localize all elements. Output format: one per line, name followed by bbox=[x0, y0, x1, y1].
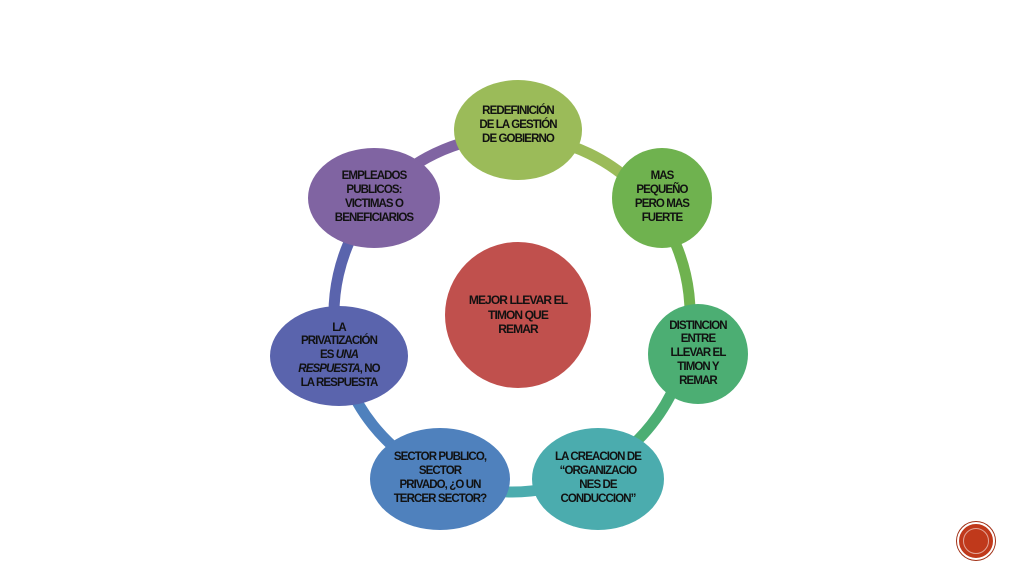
node-line: FUERTE bbox=[641, 211, 684, 224]
node-line: DE LA GESTIÓN bbox=[479, 119, 557, 132]
center-node-line: TIMON QUE bbox=[488, 307, 549, 322]
node-creacion: LA CREACION DE “ORGANIZACIO NES DE CONDU… bbox=[532, 428, 664, 530]
node-sector: SECTOR PUBLICO, SECTOR PRIVADO, ¿O UN TE… bbox=[370, 428, 510, 530]
node-line: DE GOBIERNO bbox=[482, 132, 555, 145]
node-line: TIMON Y bbox=[677, 360, 719, 373]
node-line: RESPUESTA, NO bbox=[298, 362, 380, 375]
node-line: PEQUEÑO bbox=[636, 184, 688, 197]
node-line: ENTRE bbox=[680, 333, 716, 346]
node-line: VICTIMAS O bbox=[344, 198, 404, 210]
node-line: REDEFINICIÓN bbox=[482, 105, 555, 118]
node-line: TERCER SECTOR? bbox=[393, 492, 488, 505]
node-line: “ORGANIZACIO bbox=[559, 465, 638, 478]
node-mas-pequeno: MAS PEQUEÑO PERO MAS FUERTE bbox=[612, 148, 712, 248]
node-privatizacion: LA PRIVATIZACIÓN ES UNA RESPUESTA, NO LA… bbox=[270, 306, 408, 406]
node-line: CONDUCCION” bbox=[560, 492, 636, 505]
center-node-line: MEJOR LLEVAR EL bbox=[468, 293, 568, 308]
node-line: PUBLICOS: bbox=[346, 184, 402, 197]
node-line: MAS bbox=[650, 170, 675, 183]
slide-badge-icon bbox=[957, 522, 995, 560]
node-empleados: EMPLEADOS PUBLICOS: VICTIMAS O BENEFICIA… bbox=[308, 148, 440, 248]
center-node: MEJOR LLEVAR EL TIMON QUE REMAR bbox=[445, 242, 591, 388]
node-line: PERO MAS bbox=[634, 198, 690, 210]
node-line: BENEFICIARIOS bbox=[334, 211, 414, 224]
node-distincion: DISTINCION ENTRE LLEVAR EL TIMON Y REMAR bbox=[648, 304, 748, 404]
node-redefinicion: REDEFINICIÓN DE LA GESTIÓN DE GOBIERNO bbox=[454, 80, 582, 180]
node-line: NES DE bbox=[579, 479, 617, 491]
node-line: DISTINCION bbox=[669, 319, 727, 332]
node-line: SECTOR PUBLICO, bbox=[393, 451, 487, 464]
node-line: LA CREACION DE bbox=[554, 451, 642, 464]
node-line: EMPLEADOS bbox=[341, 170, 408, 183]
node-line: PRIVADO, ¿O UN bbox=[399, 479, 481, 491]
node-line: SECTOR bbox=[418, 465, 462, 478]
node-line: LA bbox=[332, 321, 346, 334]
node-line: LLEVAR EL bbox=[670, 347, 727, 360]
center-node-line: REMAR bbox=[498, 322, 538, 337]
node-line: REMAR bbox=[679, 374, 718, 387]
node-line: LA RESPUESTA bbox=[300, 376, 379, 389]
node-line: PRIVATIZACIÓN bbox=[300, 335, 378, 348]
node-line: ES UNA bbox=[319, 349, 359, 362]
